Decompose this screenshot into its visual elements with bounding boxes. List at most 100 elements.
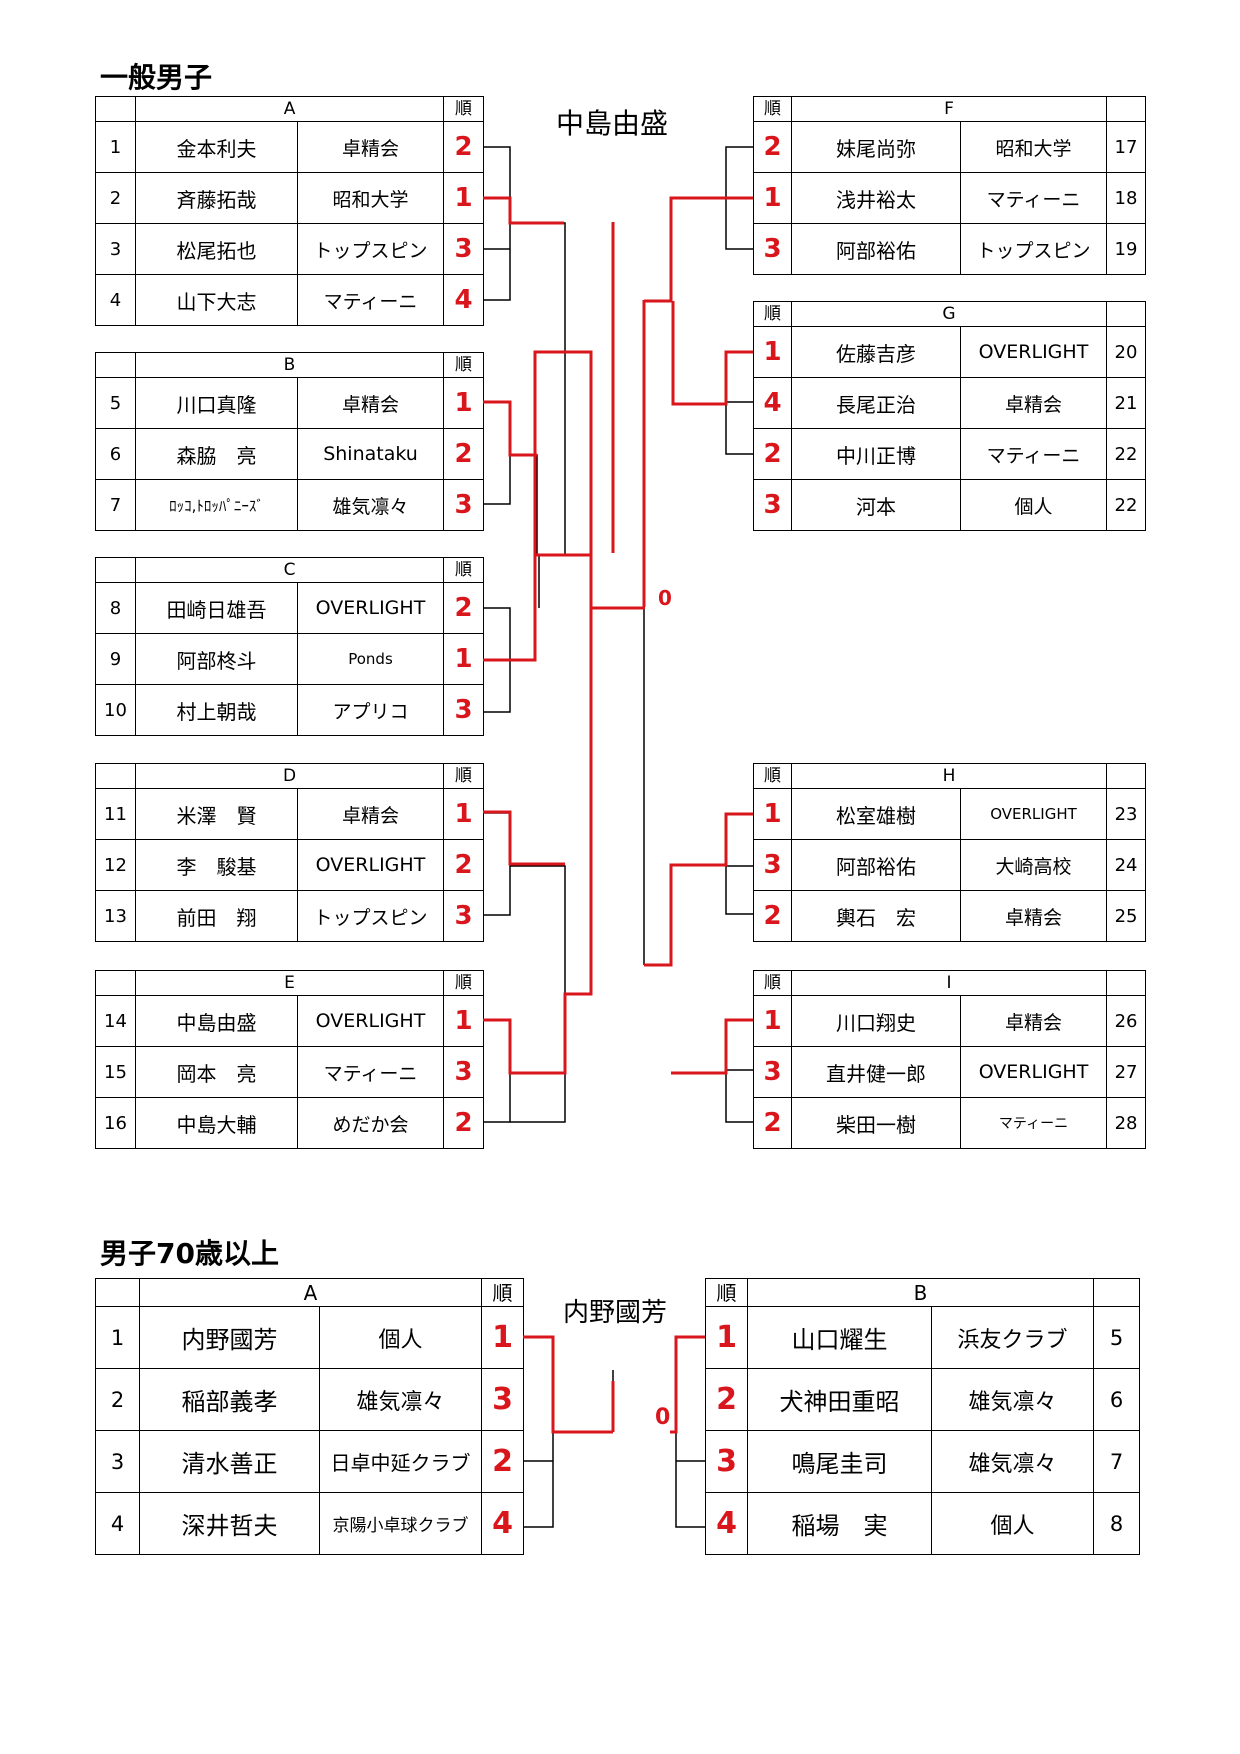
player-number: 11 <box>95 788 136 840</box>
group-label: G <box>791 301 1107 327</box>
player-rank: 1 <box>443 377 485 429</box>
player-name: 直井健一郎 <box>791 1046 961 1098</box>
player-rank: 2 <box>443 582 484 634</box>
player-club: OVERLIGHT <box>297 582 444 634</box>
rank-header: 順 <box>443 763 484 789</box>
group-label: F <box>791 96 1107 122</box>
rank-header: 順 <box>753 96 792 122</box>
player-name: 柴田一樹 <box>791 1097 961 1149</box>
player-number: 7 <box>95 479 136 531</box>
group-label: B <box>134 352 445 378</box>
player-rank: 1 <box>481 1306 524 1369</box>
player-club: 卓精会 <box>297 788 444 840</box>
player-rank: 1 <box>753 326 792 378</box>
player-number: 27 <box>1106 1046 1147 1098</box>
player-number: 21 <box>1106 377 1146 429</box>
player-number: 2 <box>95 1368 140 1431</box>
section2-title: 男子70歳以上 <box>100 1237 279 1270</box>
group-label: E <box>135 970 444 996</box>
player-club: めだか会 <box>297 1097 444 1149</box>
player-club: アプリコ <box>297 684 444 736</box>
player-rank: 3 <box>705 1430 748 1493</box>
group-label: H <box>790 763 1108 789</box>
player-club: 卓精会 <box>959 995 1108 1047</box>
player-club: 雄気凛々 <box>296 479 445 531</box>
player-name: 山下大志 <box>135 274 298 326</box>
player-rank: 3 <box>753 1046 792 1098</box>
player-rank: 2 <box>753 1097 792 1149</box>
player-number: 8 <box>1093 1492 1141 1555</box>
player-club: トップスピン <box>960 223 1107 275</box>
player-club: 個人 <box>319 1306 482 1369</box>
player-number: 10 <box>95 684 136 736</box>
player-number: 19 <box>1106 223 1146 275</box>
player-club: OVERLIGHT <box>297 839 444 891</box>
player-name: 内野國芳 <box>139 1306 320 1369</box>
player-club: 雄気凛々 <box>930 1430 1095 1493</box>
player-name: 金本利夫 <box>135 121 298 173</box>
player-name: 河本 <box>791 479 961 531</box>
player-number: 12 <box>95 839 136 891</box>
player-rank: 2 <box>481 1430 524 1493</box>
player-rank: 1 <box>443 172 485 224</box>
rank-header: 順 <box>481 1278 524 1307</box>
player-club: 浜友クラブ <box>930 1306 1095 1369</box>
player-number: 16 <box>95 1097 136 1149</box>
player-rank: 2 <box>705 1368 748 1431</box>
player-name: 中島大輔 <box>135 1097 298 1149</box>
player-name: 阿部裕佑 <box>791 223 961 275</box>
player-number: 6 <box>95 428 136 480</box>
player-name: 川口真隆 <box>135 377 298 429</box>
player-rank: 2 <box>443 1097 484 1149</box>
player-club: 個人 <box>930 1492 1095 1555</box>
player-club: 個人 <box>960 479 1107 531</box>
player-name: 浅井裕太 <box>791 172 961 224</box>
player-rank: 3 <box>443 479 485 531</box>
player-name: 前田 翔 <box>135 890 298 942</box>
group-label: C <box>135 557 444 583</box>
player-club: 日卓中延クラブ <box>319 1430 482 1493</box>
player-rank: 1 <box>705 1306 748 1369</box>
player-number: 15 <box>95 1046 136 1098</box>
player-club: 京陽小卓球クラブ <box>319 1492 482 1555</box>
player-number: 5 <box>1093 1306 1141 1369</box>
player-number: 17 <box>1106 121 1146 173</box>
player-rank: 3 <box>443 684 484 736</box>
player-number: 3 <box>95 223 136 275</box>
player-name: 田崎日雄吾 <box>135 582 298 634</box>
section1-champion: 中島由盛 <box>556 107 669 140</box>
section1-title: 一般男子 <box>100 61 213 94</box>
player-name: 清水善正 <box>139 1430 320 1493</box>
rank-header: 順 <box>443 96 485 122</box>
player-number: 24 <box>1106 839 1147 891</box>
player-club: マティーニ <box>296 274 445 326</box>
player-number: 28 <box>1106 1097 1147 1149</box>
player-rank: 2 <box>443 428 485 480</box>
player-number: 4 <box>95 1492 140 1555</box>
player-club: Ponds <box>297 633 444 685</box>
player-rank: 2 <box>443 121 485 173</box>
